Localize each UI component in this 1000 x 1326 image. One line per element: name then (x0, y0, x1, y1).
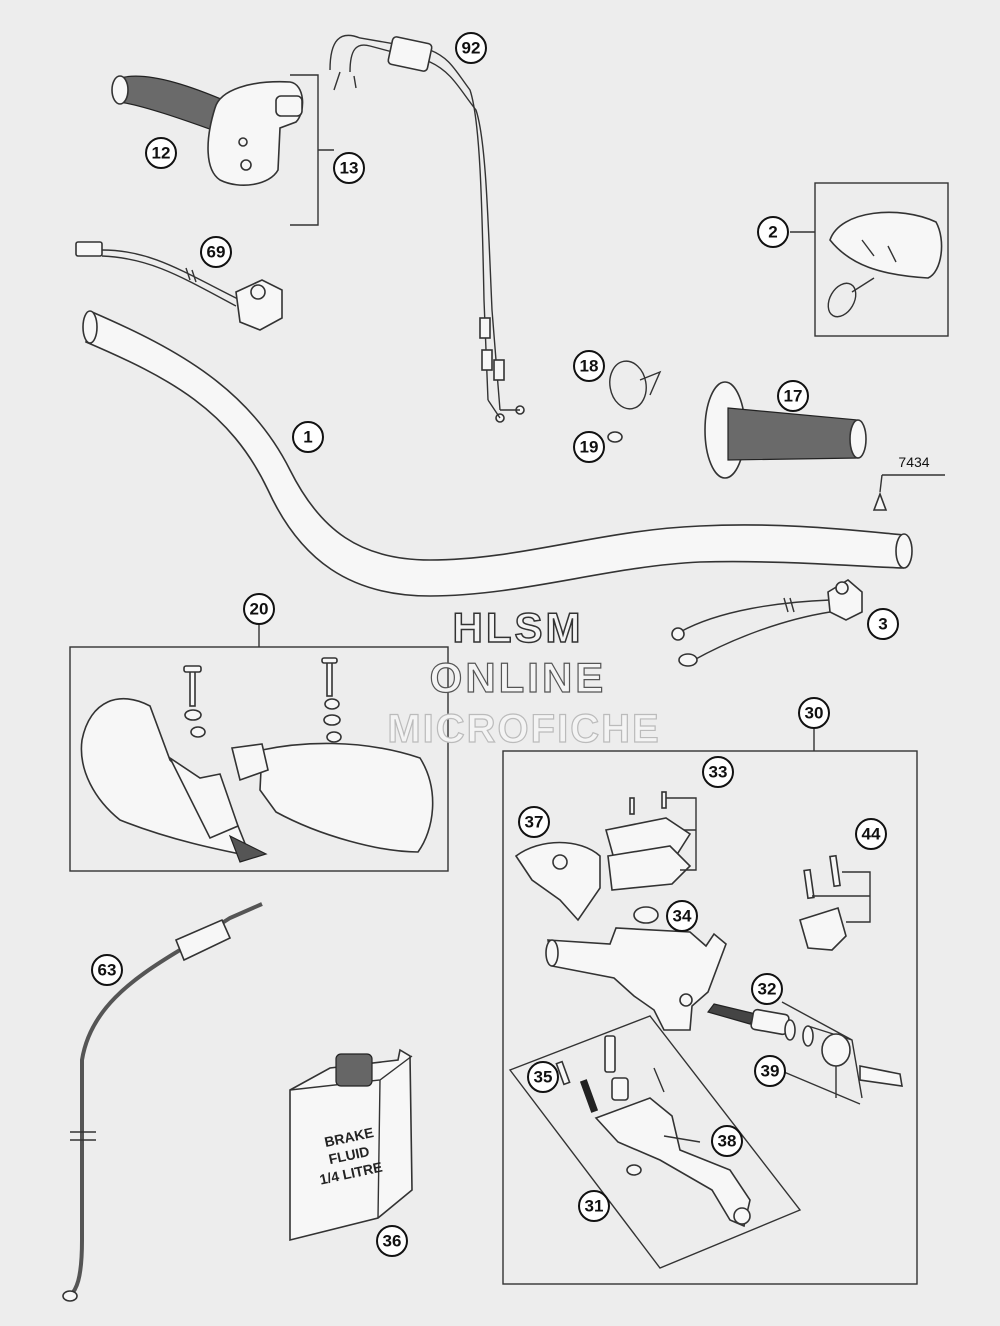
watermark-line1: HLSM (453, 604, 584, 651)
callout-3-label: 3 (878, 615, 887, 634)
callout-2-label: 2 (768, 223, 777, 242)
brake-fluid-bottle: BRAKE FLUID 1/4 LITRE (289, 1048, 413, 1242)
left-grip (704, 381, 867, 479)
start-switch (671, 579, 863, 667)
callout-19[interactable]: 19 (573, 431, 605, 463)
callout-92-label: 92 (462, 39, 481, 58)
callout-69-label: 69 (207, 243, 226, 262)
callout-37[interactable]: 37 (518, 806, 550, 838)
watermark-line3: MICROFICHE (387, 707, 660, 751)
throttle-housing (207, 80, 304, 186)
callout-17-label: 17 (784, 387, 803, 406)
throttle-cables (329, 34, 525, 423)
callout-17[interactable]: 17 (777, 380, 809, 412)
callout-33-label: 33 (709, 763, 728, 782)
brake-master-cylinder-kit (502, 728, 918, 1285)
callout-18[interactable]: 18 (573, 350, 605, 382)
kill-switch (75, 241, 283, 331)
callout-34[interactable]: 34 (666, 900, 698, 932)
callout-20[interactable]: 20 (243, 593, 275, 625)
callout-36-label: 36 (383, 1232, 402, 1251)
callout-13[interactable]: 13 (333, 152, 365, 184)
callout-30[interactable]: 30 (798, 697, 830, 729)
handlebar-pad-kit (790, 182, 949, 337)
callout-12-label: 12 (152, 144, 171, 163)
hot-start-cable (62, 902, 263, 1302)
spacer-part (607, 431, 623, 443)
watermark: HLSM ONLINE MICROFICHE (387, 603, 660, 751)
callout-92[interactable]: 92 (455, 32, 487, 64)
callout-33[interactable]: 33 (702, 756, 734, 788)
callout-31-label: 31 (585, 1197, 604, 1216)
callout-35[interactable]: 35 (527, 1061, 559, 1093)
lever-subassembly-box (508, 1015, 802, 1269)
reference-code: 7434 (898, 454, 929, 470)
callout-39-label: 39 (761, 1062, 780, 1081)
callout-69[interactable]: 69 (200, 236, 232, 268)
callout-37-label: 37 (525, 813, 544, 832)
callout-18-label: 18 (580, 357, 599, 376)
callout-44[interactable]: 44 (855, 818, 887, 850)
callout-63-label: 63 (98, 961, 117, 980)
callout-39[interactable]: 39 (754, 1055, 786, 1087)
callout-44-label: 44 (862, 825, 881, 844)
callout-32[interactable]: 32 (751, 973, 783, 1005)
callout-36[interactable]: 36 (376, 1225, 408, 1257)
callout-3[interactable]: 3 (867, 608, 899, 640)
callout-31[interactable]: 31 (578, 1190, 610, 1222)
callout-32-label: 32 (758, 980, 777, 999)
cable-tie (609, 360, 662, 410)
handlebar (82, 310, 913, 597)
callout-63[interactable]: 63 (91, 954, 123, 986)
handguard-kit (69, 623, 449, 872)
callout-38-label: 38 (718, 1132, 737, 1151)
callout-12[interactable]: 12 (145, 137, 177, 169)
leader-13 (290, 74, 334, 226)
callout-1-label: 1 (303, 428, 312, 447)
callout-1[interactable]: 1 (292, 421, 324, 453)
callout-30-label: 30 (805, 704, 824, 723)
bar-end-reference: 7434 (872, 454, 945, 511)
callout-20-label: 20 (250, 600, 269, 619)
callout-13-label: 13 (340, 159, 359, 178)
callout-35-label: 35 (534, 1068, 553, 1087)
watermark-line2: ONLINE (430, 654, 607, 701)
callout-2[interactable]: 2 (757, 216, 789, 248)
callout-19-label: 19 (580, 438, 599, 457)
callout-38[interactable]: 38 (711, 1125, 743, 1157)
callout-34-label: 34 (673, 907, 692, 926)
